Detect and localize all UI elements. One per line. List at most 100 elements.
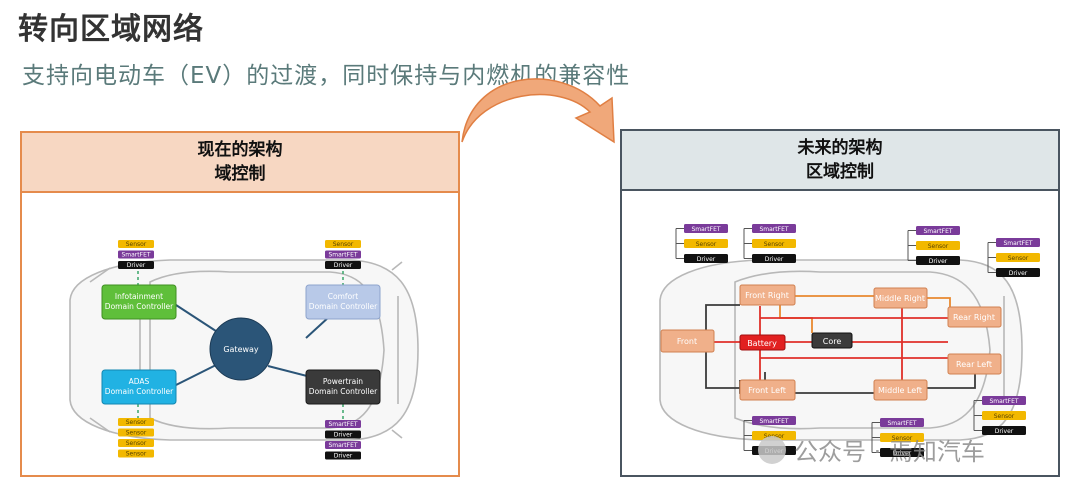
sensor-chip-label: Sensor [696,241,717,248]
smartfet-chip [684,224,728,233]
zone-middle-left: Middle Left [873,379,928,401]
driver-chip [118,261,154,269]
sensor-chip [996,253,1040,262]
wechat-icon [758,435,786,464]
zone-front-right: Front Right [739,284,796,306]
watermark: 公众号 · 焉知汽车 [758,432,985,467]
smartfet-chip-label: SmartFET [328,442,357,449]
powertrain-label: Powertrain [323,377,363,386]
zone-front-right-label: Front Right [745,291,789,300]
current-architecture-heading: 现在的架构 域控制 [22,133,458,193]
sensor-chip [118,418,154,426]
core-node: Core [811,332,853,349]
smartfet-chip-label: SmartFET [691,226,720,233]
zone-middle-right: Middle Right [873,287,928,309]
adas-sub-label: Domain Controller [105,387,174,396]
gateway-label: Gateway [223,345,259,354]
sensor-chip [325,240,361,248]
current-architecture-panel: 现在的架构 域控制 [20,131,460,477]
sensor-chip [118,449,154,458]
driver-chip [325,430,361,439]
sensor-chip-label: Sensor [333,241,354,248]
smartfet-chip [118,250,154,259]
driver-chip-label: Driver [334,432,353,439]
zone-middle-left-label: Middle Left [878,386,922,395]
sensor-chip-label: Sensor [126,241,147,248]
battery-label: Battery [747,339,777,348]
sensor-chip [118,240,154,248]
sensor-chip-label: Sensor [126,440,147,447]
driver-chip-label: Driver [929,258,948,265]
smartfet-chip-label: SmartFET [887,420,916,427]
driver-chip-label: Driver [697,256,716,263]
gateway-node: Gateway [209,317,273,381]
smartfet-chip-label: SmartFET [1003,240,1032,247]
sensor-chip-label: Sensor [126,451,147,458]
sensor-dashed-links-left [137,271,344,420]
driver-chip [996,268,1040,277]
current-architecture-title: 现在的架构 [197,140,283,160]
comfort-domain-controller: Comfort Domain Controller [305,284,381,320]
smartfet-chip [752,416,796,425]
sensor-chip [880,433,924,442]
smartfet-chip [880,418,924,427]
infotainment-domain-controller: Infotainment Domain Controller [101,284,177,320]
smartfet-chip-label: SmartFET [989,398,1018,405]
zone-front-left-label: Front Left [748,386,786,395]
comfort-label: Comfort [328,292,358,301]
driver-chip [752,254,796,263]
comfort-sub-label: Domain Controller [309,302,378,311]
smartfet-chip [752,224,796,233]
smartfet-chip [996,238,1040,247]
sensor-chip-label: Sensor [764,241,785,248]
driver-chip [684,254,728,263]
zonal-control-title: 区域控制 [806,162,874,182]
smartfet-chip [325,441,361,449]
driver-chip-label: Driver [765,256,784,263]
battery-node: Battery [739,334,786,351]
sensor-chip-label: Sensor [126,430,147,437]
future-architecture-title: 未来的架构 [797,138,883,158]
infotainment-sub-label: Domain Controller [105,302,174,311]
adas-label: ADAS [129,377,150,386]
infotainment-label: Infotainment [115,292,163,301]
zone-rear-left-label: Rear Left [956,360,992,369]
smartfet-chip [982,396,1026,405]
smartfet-chip [916,226,960,235]
sensor-chip [118,428,154,437]
sensor-chip [752,239,796,248]
smartfet-chip-label: SmartFET [328,421,357,428]
zone-rear-right-label: Rear Right [953,313,995,322]
driver-chip [916,256,960,265]
driver-chip-label: Driver [334,453,353,460]
zone-front-label: Front [677,337,697,346]
driver-chip-label: Driver [893,450,912,457]
zone-front-left: Front Left [739,379,796,401]
driver-chip-label: Driver [1009,270,1028,277]
sensor-chip-label: Sensor [994,413,1015,420]
driver-chip [325,451,361,460]
page-title: 转向区域网络 [18,12,204,47]
smartfet-chip [325,420,361,428]
driver-chip-label: Driver [995,428,1014,435]
driver-chip-label: Driver [127,262,146,269]
future-architecture-heading: 未来的架构 区域控制 [622,131,1058,191]
driver-chip-label: Driver [334,262,353,269]
future-architecture-panel: 未来的架构 区域控制 [620,129,1060,477]
zone-rear-left: Rear Left [947,353,1002,375]
smartfet-chip-label: SmartFET [121,252,150,259]
powertrain-domain-controller: Powertrain Domain Controller [305,369,381,405]
driver-chip [880,448,924,457]
core-label: Core [823,337,842,346]
driver-chip [325,261,361,269]
watermark-text: 公众号 · 焉知汽车 [794,438,985,466]
sensor-chip [684,239,728,248]
sensor-chip-label: Sensor [928,243,949,250]
zone-middle-right-label: Middle Right [875,294,925,303]
zone-front: Front [660,329,715,353]
sensor-chip-label: Sensor [126,419,147,426]
sensor-chip-label: Sensor [1008,255,1029,262]
domain-control-title: 域控制 [214,164,266,184]
